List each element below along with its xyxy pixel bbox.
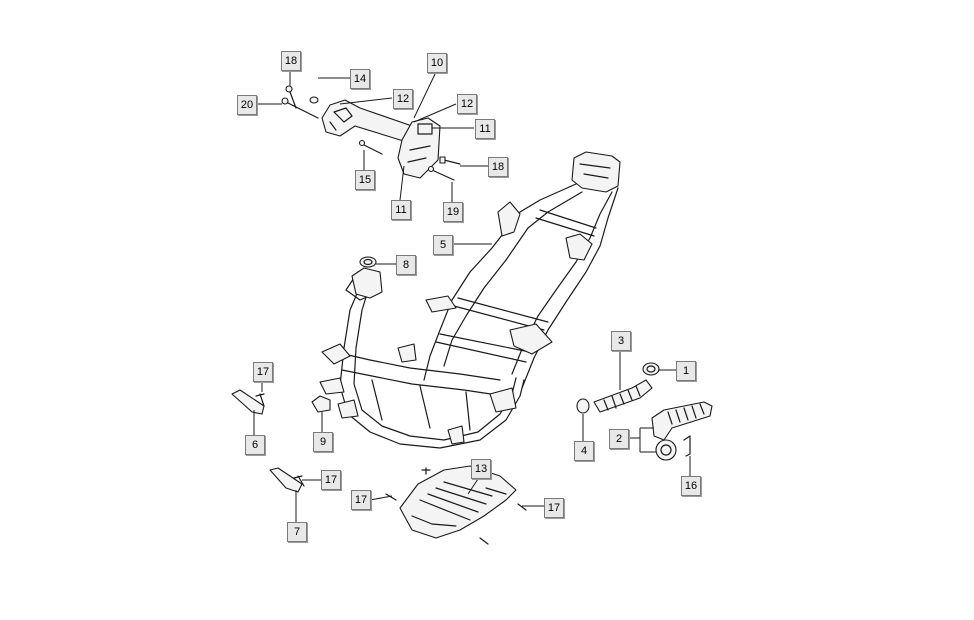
callout-19[interactable]: 19 <box>443 202 463 222</box>
callout-2[interactable]: 2 <box>609 429 629 449</box>
long-bolt-part <box>281 97 319 119</box>
bolt-part <box>427 165 455 181</box>
callout-1[interactable]: 1 <box>676 361 696 381</box>
callout-9[interactable]: 9 <box>313 432 333 452</box>
callout-3[interactable]: 3 <box>611 331 631 351</box>
callout-12[interactable]: 12 <box>393 89 413 109</box>
grommet-part <box>359 256 377 268</box>
screw-part <box>255 393 265 407</box>
spring-clip-part <box>683 435 691 457</box>
side-bracket-part <box>269 467 303 493</box>
callout-16[interactable]: 16 <box>681 476 701 496</box>
screw-part <box>421 467 431 475</box>
callout-13[interactable]: 13 <box>471 459 491 479</box>
screw-part <box>517 503 527 511</box>
callout-18[interactable]: 18 <box>281 51 301 71</box>
side-bracket-part <box>231 389 265 415</box>
bolt-part <box>285 85 297 109</box>
callout-17[interactable]: 17 <box>253 362 273 382</box>
callout-4[interactable]: 4 <box>574 441 594 461</box>
callout-12[interactable]: 12 <box>457 94 477 114</box>
callout-11[interactable]: 11 <box>391 200 411 220</box>
bolt-part <box>358 139 383 155</box>
callout-14[interactable]: 14 <box>350 69 370 89</box>
callout-11[interactable]: 11 <box>475 119 495 139</box>
callout-6[interactable]: 6 <box>245 435 265 455</box>
callout-20[interactable]: 20 <box>237 95 257 115</box>
callout-8[interactable]: 8 <box>396 255 416 275</box>
duct-clamp-part <box>642 362 660 376</box>
bolt-part <box>439 156 461 165</box>
screw-part <box>479 537 489 545</box>
nut-part <box>309 96 319 104</box>
rubber-mount-part <box>311 395 331 413</box>
callout-7[interactable]: 7 <box>287 522 307 542</box>
callout-17[interactable]: 17 <box>351 490 371 510</box>
intake-hose-part <box>651 401 713 461</box>
screw-part <box>293 475 305 487</box>
leader-lines <box>253 70 691 522</box>
callout-17[interactable]: 17 <box>544 498 564 518</box>
hose-clamp-part <box>576 398 590 414</box>
floor-panel-part <box>399 465 517 539</box>
screw-part <box>385 493 397 501</box>
callout-18[interactable]: 18 <box>488 157 508 177</box>
callout-10[interactable]: 10 <box>427 53 447 73</box>
intake-duct-part <box>593 379 653 413</box>
main-frame-part <box>319 151 621 449</box>
callout-17[interactable]: 17 <box>321 470 341 490</box>
callout-15[interactable]: 15 <box>355 170 375 190</box>
callout-5[interactable]: 5 <box>433 235 453 255</box>
